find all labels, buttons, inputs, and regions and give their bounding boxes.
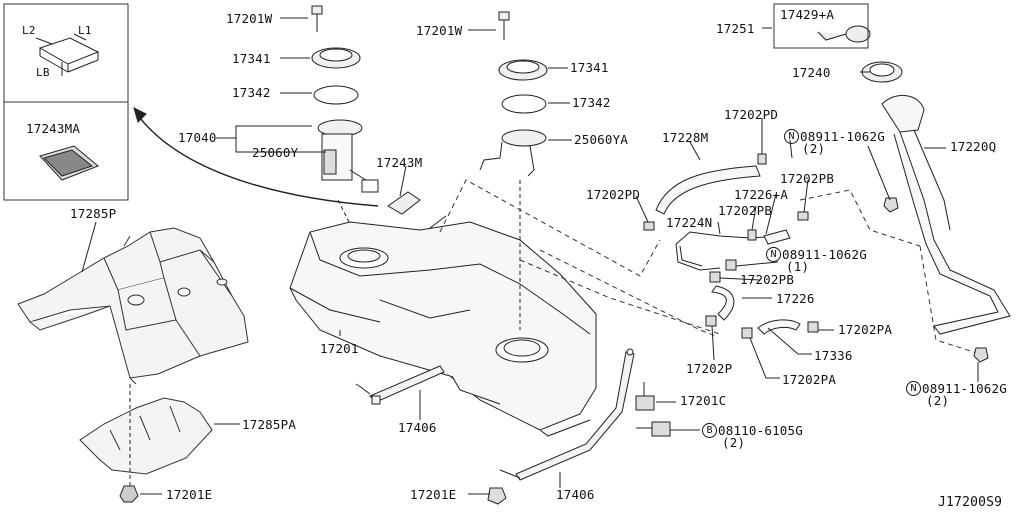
part-label-17226: 17226 (776, 291, 815, 306)
vent-hose-17228m-drawing (655, 165, 761, 215)
dimension-lb-label: LB (36, 66, 50, 79)
reference-arrowhead (133, 107, 147, 123)
clamps-drawing (643, 153, 819, 339)
clip-n-bottom-drawing (973, 347, 989, 363)
part-label-17220q: 17220Q (950, 139, 997, 154)
callout-b-qty: (2) (722, 435, 746, 450)
part-label-17285pa: 17285PA (242, 417, 297, 432)
filler-cap-drawing (817, 25, 903, 83)
part-label-17243m: 17243M (376, 155, 423, 170)
part-label-17201: 17201 (320, 341, 359, 356)
part-label-17201c: 17201C (680, 393, 727, 408)
part-label-17429a: 17429+A (780, 7, 835, 22)
part-label-17243ma: 17243MA (26, 121, 81, 136)
pump-assembly-left-drawing (311, 5, 379, 193)
pump-assembly-right-drawing (479, 11, 548, 177)
part-label-17406-left: 17406 (398, 420, 437, 435)
part-label-17202pa-1: 17202PA (838, 322, 893, 337)
part-label-17342-mid: 17342 (572, 95, 611, 110)
bolt-17201c-drawing (635, 382, 655, 411)
clip-17201e-left-drawing (119, 485, 139, 503)
callout-n-bottom-part: 08911-1062G (922, 381, 1007, 396)
n-marker-mid-icon: N (766, 247, 781, 262)
callout-b-part: 08110-6105G (718, 423, 803, 438)
pad-17243m-drawing (387, 191, 421, 215)
bolt-b-drawing (636, 421, 671, 437)
part-label-17202pb-3: 17202PB (740, 272, 795, 287)
cap-kit-box (773, 3, 869, 49)
part-label-25060ya: 25060YA (574, 132, 629, 147)
callout-n-mid-part: 08911-1062G (782, 247, 867, 262)
part-label-17224n: 17224N (666, 215, 713, 230)
part-label-17228m: 17228M (662, 130, 709, 145)
part-label-17240: 17240 (792, 65, 831, 80)
part-label-17202pd-top: 17202PD (724, 107, 779, 122)
part-label-17202pd-left: 17202PD (586, 187, 641, 202)
label-pad-17243ma-drawing (39, 145, 99, 181)
hose-17336-drawing (757, 319, 801, 335)
tank-strap-left-drawing (355, 365, 445, 405)
part-label-17201e-left: 17201E (166, 487, 213, 502)
routing-dashed-lines (439, 179, 981, 355)
callout-n-bottom-qty: (2) (926, 393, 950, 408)
part-label-17202pb-2: 17202PB (718, 203, 773, 218)
clip-n-top-drawing (883, 197, 899, 213)
part-label-25060y: 25060Y (252, 145, 299, 160)
fuel-tank-drawing (289, 215, 597, 437)
label-pad-dimension-drawing (35, 33, 100, 76)
part-label-17406-bottom: 17406 (556, 487, 595, 502)
clip-17201e-bottom-drawing (487, 487, 507, 505)
tank-strap-right-drawing (499, 348, 635, 481)
hose-17226-drawing (711, 285, 735, 321)
part-label-17341-left: 17341 (232, 51, 271, 66)
heat-insulator-17285pa-drawing (79, 397, 213, 475)
part-label-17202p: 17202P (686, 361, 733, 376)
part-label-17341-mid: 17341 (570, 60, 609, 75)
label-leader-lines (81, 17, 979, 495)
b-marker-icon: B (702, 423, 717, 438)
diagram-code: J17200S9 (938, 495, 1003, 510)
callout-n-top-qty: (2) (802, 141, 826, 156)
n-marker-top-icon: N (784, 129, 799, 144)
part-label-17201e-bottom: 17201E (410, 487, 457, 502)
part-label-17201w-mid: 17201W (416, 23, 463, 38)
dimension-l1-label: L1 (78, 24, 92, 37)
part-label-17202pa-2: 17202PA (782, 372, 837, 387)
part-label-17336: 17336 (814, 348, 853, 363)
part-label-17285p: 17285P (70, 206, 117, 221)
dimension-l2-label: L2 (22, 24, 36, 37)
heat-insulator-17285p-drawing (17, 227, 249, 385)
part-label-17342-left: 17342 (232, 85, 271, 100)
callout-n-top-part: 08911-1062G (800, 129, 885, 144)
reference-arrow (139, 117, 379, 207)
hose-17226a-drawing (763, 229, 791, 245)
vent-tube-17224n-drawing (675, 231, 781, 271)
part-label-17201w-left: 17201W (226, 11, 273, 26)
callout-n-mid-qty: (1) (786, 259, 810, 274)
part-label-17040: 17040 (178, 130, 217, 145)
n-marker-bottom-icon: N (906, 381, 921, 396)
part-label-17226a: 17226+A (734, 187, 789, 202)
part-label-17251: 17251 (716, 21, 755, 36)
filler-tube-17220q-drawing (881, 95, 1011, 335)
part-label-17202pb-1: 17202PB (780, 171, 835, 186)
